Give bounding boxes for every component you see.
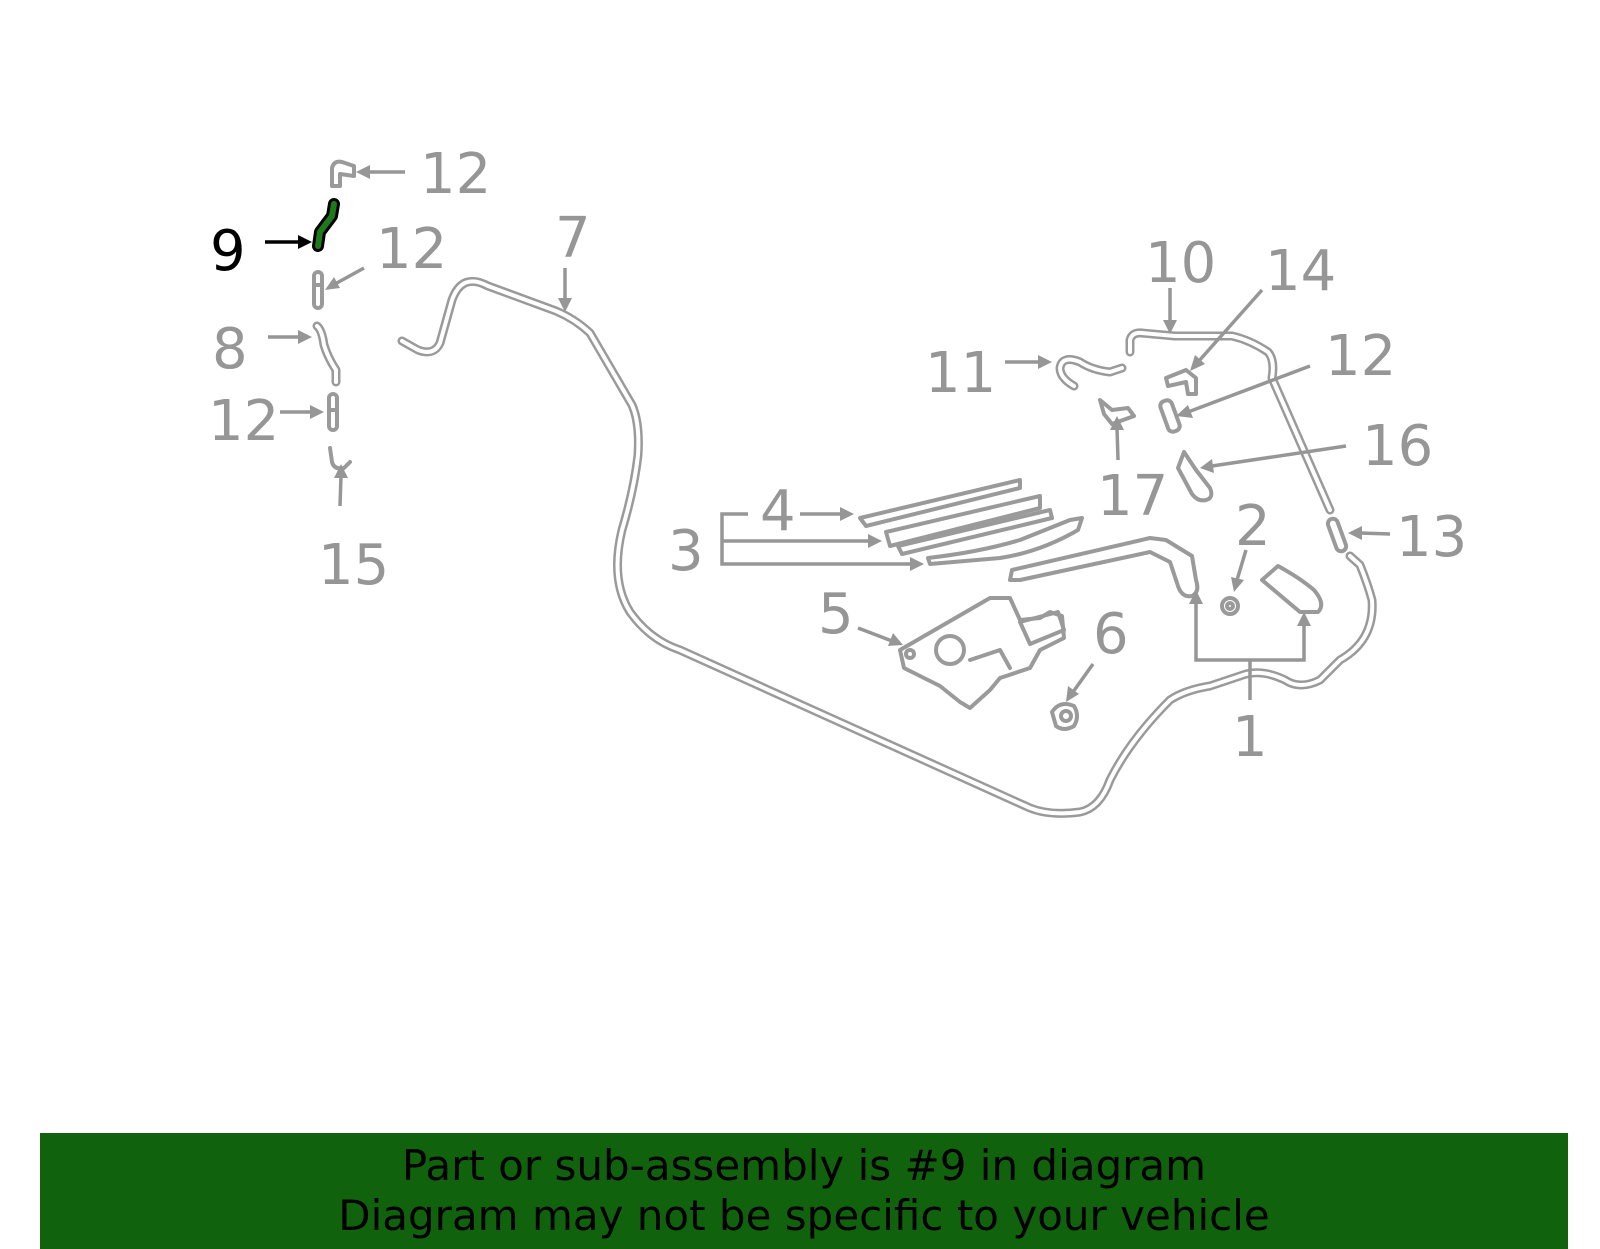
callout-1: 1 [1232,705,1268,770]
callout-15: 15 [318,533,389,598]
callout-14: 14 [1265,239,1336,304]
callout-8: 8 [212,317,248,382]
nut-2[interactable] [1220,596,1240,616]
connector-12-right-lower[interactable] [1325,516,1349,554]
callout-7: 7 [555,206,591,271]
cover-cap-1[interactable] [1260,564,1324,614]
callout-6: 6 [1093,602,1129,667]
wiper-blade-3[interactable] [926,516,1084,566]
fitting-14[interactable] [1164,368,1198,396]
connector-12-right-upper[interactable] [1158,398,1182,434]
callout-4: 4 [760,479,796,544]
info-banner: Part or sub-assembly is #9 in diagram Di… [40,1133,1568,1249]
hose-16[interactable] [1176,450,1214,503]
grommet-6[interactable] [1050,702,1079,731]
callout-12-left-upper: 12 [376,217,447,282]
callout-9: 9 [210,219,246,284]
fitting-15[interactable] [328,446,352,471]
callout-labels: 12 9 12 8 12 15 7 10 14 11 12 16 17 13 2… [208,142,1467,770]
callout-12-right-upper: 12 [1325,324,1396,389]
callout-17: 17 [1097,464,1168,529]
callout-12-left-lower: 12 [208,389,279,454]
leader-lines [265,165,1391,702]
washer-hose-11[interactable] [1055,355,1127,391]
callout-13: 12 [420,142,491,207]
callout-10: 10 [1145,231,1216,296]
washer-hose-8[interactable] [312,321,341,387]
callout-12-right-lower: 13 [1396,505,1467,570]
callout-5: 5 [818,582,854,647]
callout-3: 3 [668,519,704,584]
nozzle-17[interactable] [1098,398,1136,426]
callout-2: 2 [1235,494,1271,559]
washer-hose-10[interactable] [1125,328,1335,515]
washer-hose-main[interactable] [397,276,1377,818]
banner-line-disclaimer: Diagram may not be specific to your vehi… [338,1191,1270,1240]
connector-12-left-upper[interactable] [312,270,324,310]
callout-16: 16 [1362,414,1433,479]
banner-line-part-info: Part or sub-assembly is #9 in diagram [401,1141,1207,1190]
wiper-arm-1[interactable] [1008,536,1200,599]
connector-12-left-lower[interactable] [327,392,339,432]
wiper-motor-5[interactable] [898,596,1066,710]
elbow-connector-13[interactable] [330,159,356,188]
callout-11: 11 [925,341,996,406]
wiper-blade-refill-4[interactable] [858,478,1054,556]
washer-hose-9-highlighted[interactable] [312,198,340,252]
